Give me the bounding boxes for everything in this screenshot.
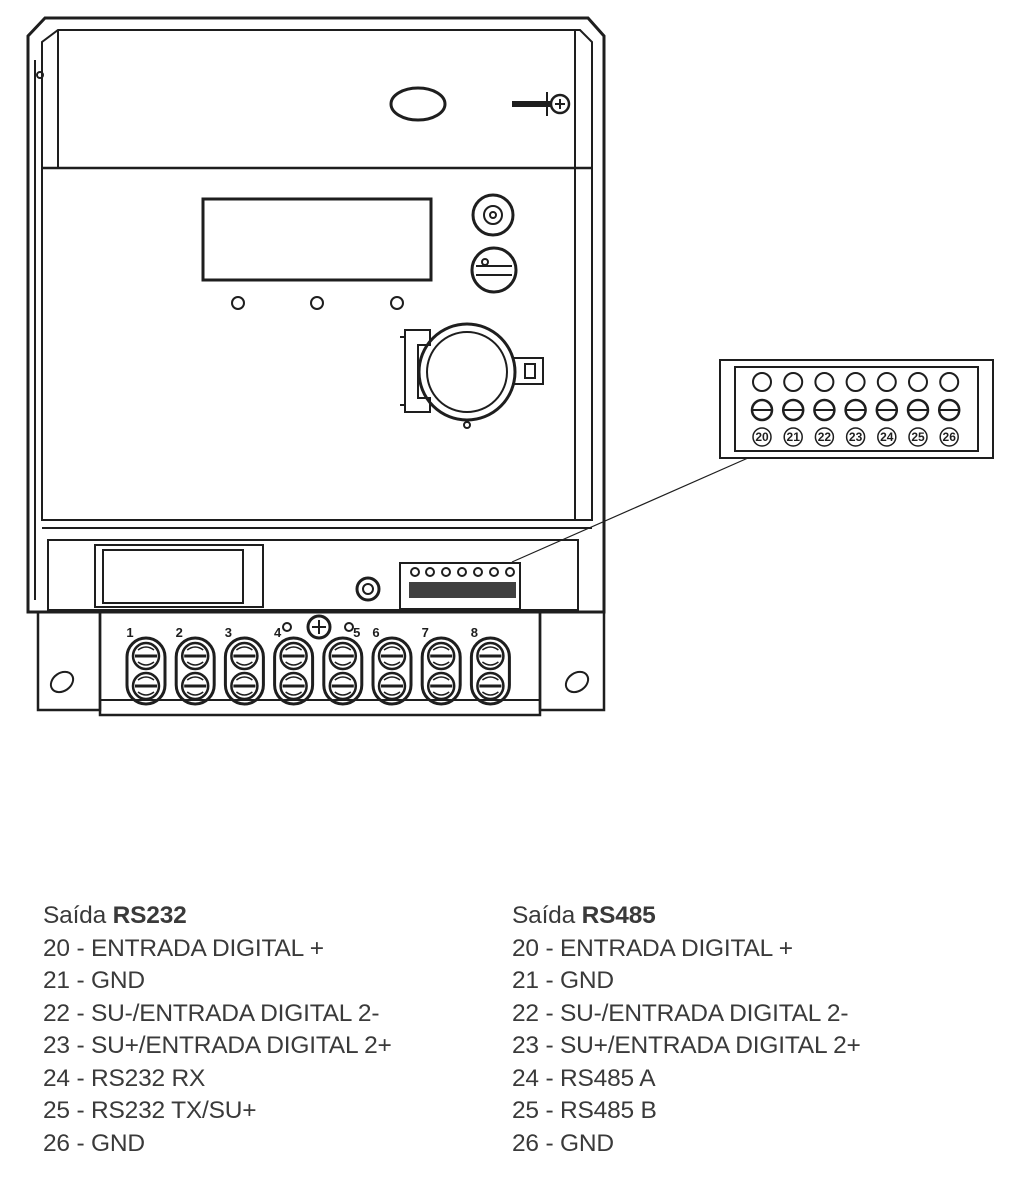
terminal: 8 [469, 625, 511, 706]
zoom-pin: 24 [875, 372, 899, 447]
seal-screw [512, 92, 571, 116]
zoom-pin: 21 [781, 372, 805, 447]
zoomed-connector: 20 21 22 23 24 25 26 [719, 359, 994, 459]
meter-housing [26, 16, 606, 614]
zoom-pin-label: 21 [787, 430, 801, 444]
zoom-pin-label: 23 [849, 430, 863, 444]
rs485-item: 24 - RS485 A [512, 1064, 656, 1092]
rs485-legend: Saída RS485 20 - ENTRADA DIGITAL + 21 - … [512, 900, 861, 1160]
zoom-pin: 20 [750, 372, 774, 447]
terminal: 4 [273, 625, 315, 706]
terminal: 3 [223, 625, 265, 706]
rs485-legend-title: Saída RS485 [512, 900, 861, 933]
rs232-item: 25 - RS232 TX/SU+ [43, 1097, 257, 1124]
rs485-legend-prefix: Saída [512, 902, 576, 929]
zoom-pin-label: 20 [755, 430, 769, 444]
terminal: 2 [174, 625, 216, 706]
rs232-item: 24 - RS232 RX [43, 1064, 206, 1092]
terminal: 6 [371, 625, 413, 706]
terminal-number: 4 [274, 625, 282, 640]
rs232-item: 26 - GND [43, 1129, 145, 1157]
rs232-legend-title: Saída RS232 [43, 900, 392, 933]
zoom-pin: 23 [844, 372, 867, 447]
terminal-number: 8 [471, 625, 478, 640]
small-connector-pins [409, 567, 516, 598]
small-connector [399, 562, 521, 610]
rs485-item: 20 - ENTRADA DIGITAL + [512, 934, 793, 962]
terminal: 7 [420, 625, 462, 706]
rs232-legend-prefix: Saída [43, 902, 107, 929]
rs485-item: 22 - SU-/ENTRADA DIGITAL 2- [512, 999, 849, 1027]
zoom-pin-label: 22 [818, 430, 832, 444]
rs232-item: 23 - SU+/ENTRADA DIGITAL 2+ [43, 1032, 392, 1059]
scroll-button [471, 193, 515, 237]
terminal: 1 [125, 625, 167, 706]
rs232-item: 21 - GND [43, 967, 145, 994]
indicator-leds [231, 296, 404, 310]
rs485-item: 25 - RS485 B [512, 1097, 657, 1124]
rs232-legend-name: RS232 [112, 902, 187, 929]
rs485-legend-name: RS485 [581, 902, 656, 929]
rs485-item: 26 - GND [512, 1129, 614, 1157]
lcd-display [201, 197, 433, 282]
rs232-item: 20 - ENTRADA DIGITAL + [43, 934, 324, 962]
zoom-pin: 22 [813, 372, 836, 447]
rs485-item: 21 - GND [512, 967, 614, 994]
rs485-item: 23 - SU+/ENTRADA DIGITAL 2+ [512, 1032, 861, 1059]
optical-port [400, 322, 544, 429]
terminal-compartment [42, 527, 592, 611]
terminal: 5 [322, 625, 364, 706]
reset-button [470, 246, 518, 294]
rs232-item: 22 - SU-/ENTRADA DIGITAL 2- [43, 999, 380, 1027]
terminal-number: 1 [126, 625, 133, 640]
seal-slot [389, 86, 447, 122]
zoom-pin: 25 [906, 372, 930, 447]
terminal-number: 2 [176, 625, 183, 640]
zoom-pin: 26 [937, 372, 961, 447]
terminal-number: 6 [372, 625, 379, 640]
zoom-pin-label: 26 [943, 430, 957, 444]
terminal-number: 5 [353, 625, 360, 640]
zoom-leader-line [511, 457, 749, 563]
zoom-pin-label: 24 [880, 430, 894, 444]
rs232-legend: Saída RS232 20 - ENTRADA DIGITAL + 21 - … [43, 900, 392, 1160]
terminal-number: 7 [422, 625, 429, 640]
zoom-pin-label: 25 [911, 430, 925, 444]
terminal-number: 3 [225, 625, 232, 640]
adjust-knob [355, 576, 381, 602]
